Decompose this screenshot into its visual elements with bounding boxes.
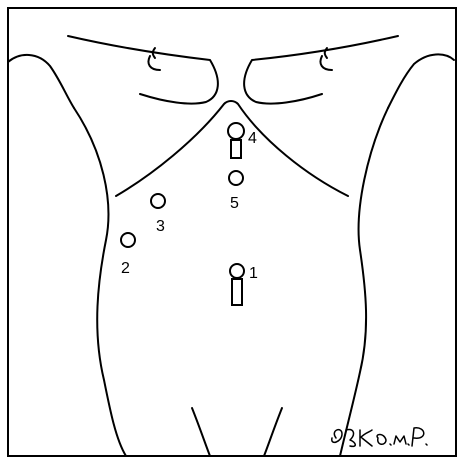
left-breast-outline bbox=[68, 36, 218, 104]
figure-border bbox=[8, 8, 456, 456]
port-1-circle bbox=[230, 264, 244, 278]
right-breast-outline bbox=[244, 36, 398, 104]
port-5: 5 bbox=[229, 171, 243, 212]
right-shoulder-line bbox=[388, 54, 454, 108]
port-1-label: 1 bbox=[249, 265, 258, 282]
port-2: 2 bbox=[121, 233, 135, 277]
port-4-trocar bbox=[231, 140, 241, 158]
left-groin-line bbox=[192, 408, 210, 456]
port-4-circle bbox=[228, 123, 244, 139]
port-2-circle bbox=[121, 233, 135, 247]
port-5-label: 5 bbox=[230, 195, 239, 212]
left-flank-line bbox=[74, 108, 126, 456]
port-3-label: 3 bbox=[156, 218, 165, 235]
author-signature bbox=[332, 428, 427, 447]
right-flank-line bbox=[340, 108, 388, 456]
port-1-trocar bbox=[232, 279, 242, 305]
port-5-circle bbox=[229, 171, 243, 185]
right-groin-line bbox=[264, 408, 282, 456]
port-4: 4 bbox=[228, 123, 257, 158]
chest bbox=[68, 36, 398, 104]
signature-scribble bbox=[332, 428, 427, 447]
port-2-label: 2 bbox=[121, 260, 130, 277]
port-4-label: 4 bbox=[248, 130, 257, 147]
port-1: 1 bbox=[230, 264, 258, 305]
port-3-circle bbox=[151, 194, 165, 208]
torso-outline bbox=[8, 54, 454, 456]
left-shoulder-line bbox=[8, 55, 74, 108]
port-3: 3 bbox=[151, 194, 165, 235]
